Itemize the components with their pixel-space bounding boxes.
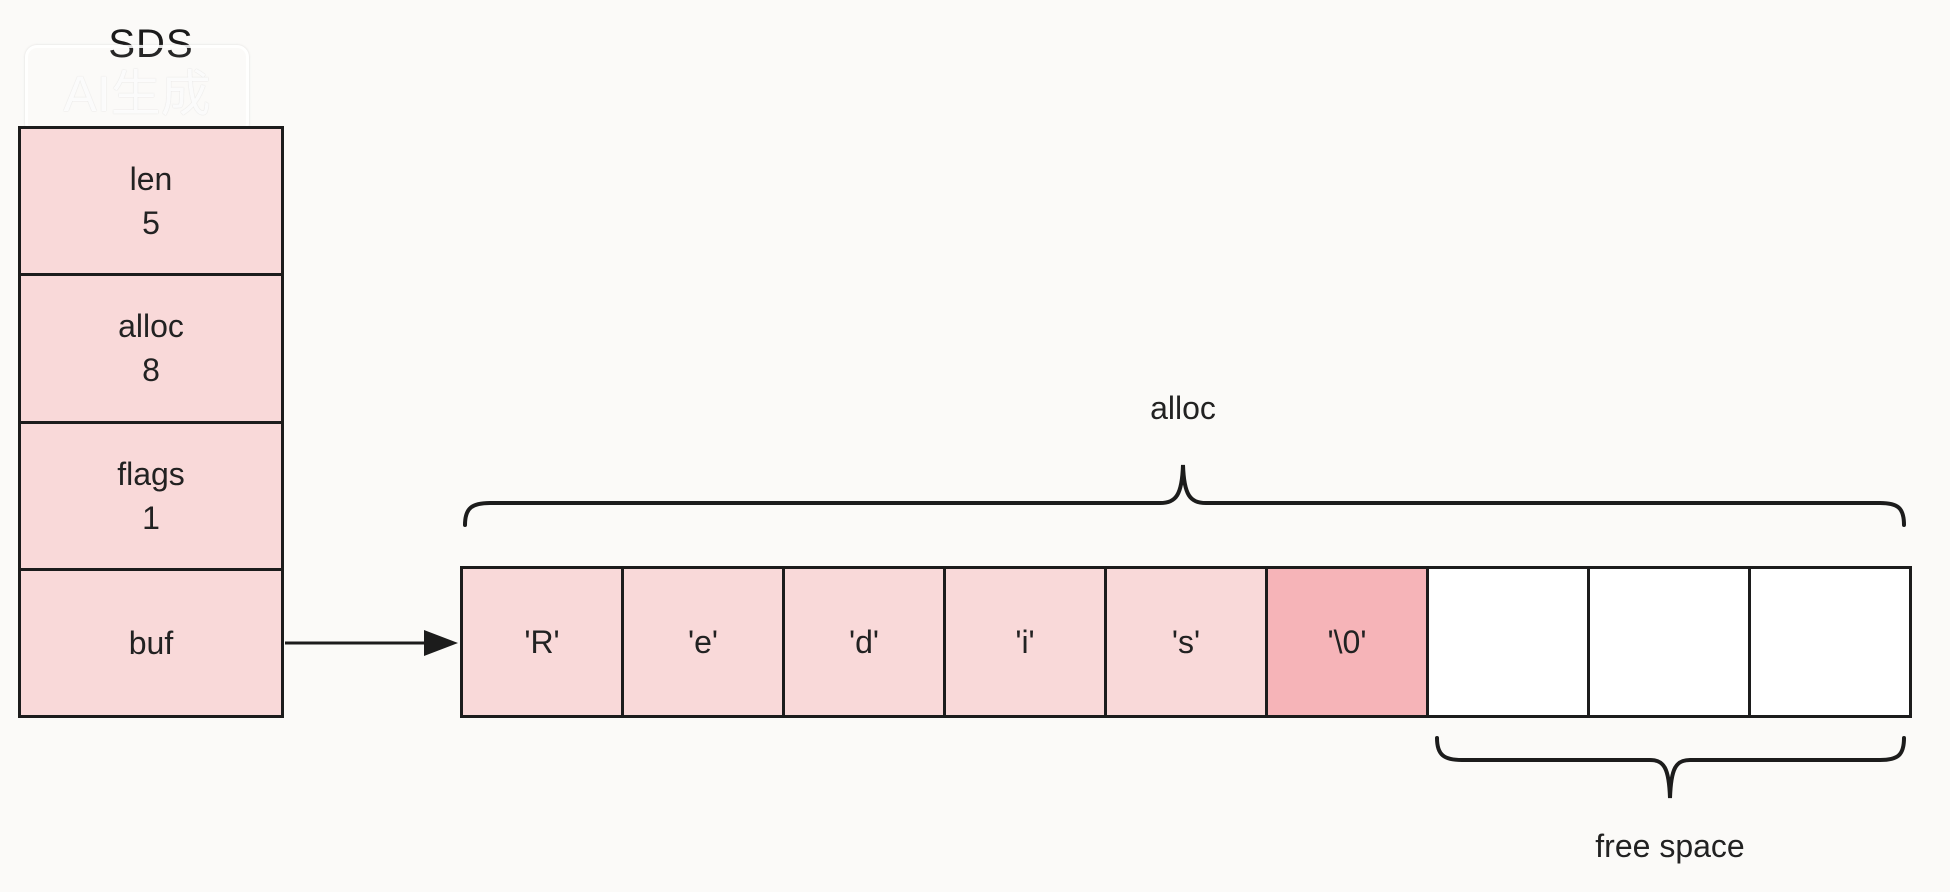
buf-cell: 'e' — [624, 569, 785, 715]
buf-cell: 's' — [1107, 569, 1268, 715]
buf-cell: 'i' — [946, 569, 1107, 715]
field-buf-name: buf — [128, 624, 174, 661]
field-flags: flags 1 — [21, 423, 281, 571]
field-len-value: 5 — [142, 205, 160, 242]
buf-cell-terminator: '\0' — [1268, 569, 1429, 715]
buf-cell-free — [1590, 569, 1751, 715]
field-alloc: alloc 8 — [21, 276, 281, 424]
sds-header-struct: len 5 alloc 8 flags 1 buf — [18, 126, 284, 718]
free-space-brace-label: free space — [1595, 828, 1745, 864]
alloc-brace-label: alloc — [1150, 390, 1216, 426]
buf-pointer-arrow — [285, 630, 458, 656]
sds-title: SDS — [108, 22, 194, 66]
field-flags-name: flags — [117, 455, 185, 492]
buf-cell-free — [1751, 569, 1909, 715]
free-space-brace — [1435, 736, 1906, 799]
ai-generated-watermark: AI生成 — [25, 45, 249, 135]
buf-array: 'R' 'e' 'd' 'i' 's' '\0' — [460, 566, 1912, 718]
field-flags-value: 1 — [142, 499, 160, 536]
field-len: len 5 — [21, 129, 281, 277]
alloc-brace — [463, 464, 1906, 527]
field-alloc-value: 8 — [142, 352, 160, 389]
field-buf: buf — [21, 570, 281, 715]
field-alloc-name: alloc — [118, 308, 184, 345]
buf-cell-free — [1429, 569, 1590, 715]
field-len-name: len — [129, 161, 173, 198]
buf-cell: 'd' — [785, 569, 946, 715]
buf-cell: 'R' — [463, 569, 624, 715]
